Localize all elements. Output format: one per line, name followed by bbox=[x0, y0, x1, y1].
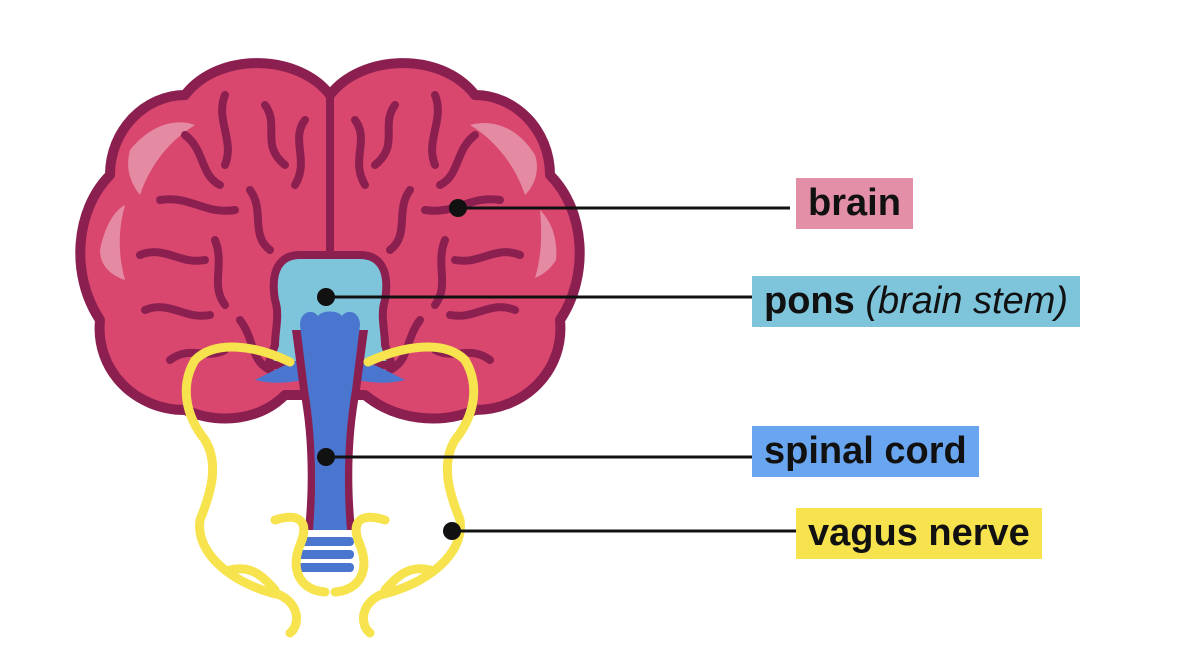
brain-highlight-left-lower bbox=[100, 205, 125, 280]
brain-illustration bbox=[75, 58, 585, 424]
pons-marker-dot bbox=[317, 288, 335, 306]
vertebra-segment bbox=[298, 563, 354, 572]
brain-highlight-left bbox=[128, 122, 195, 195]
vagus-nerve-marker-dot bbox=[443, 522, 461, 540]
spinal-cord-label-text: spinal cord bbox=[764, 430, 967, 472]
spinal-cord-shape bbox=[300, 311, 360, 530]
pons-label: pons (brain stem) bbox=[752, 276, 1081, 327]
spinal-cord-illustration bbox=[292, 311, 368, 572]
brain-highlight-right-lower bbox=[535, 210, 557, 278]
brain-label: brain bbox=[796, 178, 913, 229]
vertebra-segment bbox=[298, 537, 354, 546]
brain-marker-dot bbox=[449, 199, 467, 217]
leader-dots bbox=[317, 199, 467, 540]
leader-lines bbox=[326, 206, 796, 533]
vagus-nerve-label: vagus nerve bbox=[796, 508, 1042, 559]
vertebra-segment bbox=[298, 550, 354, 559]
pons-label-subtext: (brain stem) bbox=[865, 280, 1069, 322]
vagus-nerve-label-text: vagus nerve bbox=[808, 512, 1030, 554]
spinal-cord-marker-dot bbox=[317, 448, 335, 466]
brain-label-text: brain bbox=[808, 182, 901, 224]
vagus-nerve-illustration bbox=[181, 342, 479, 638]
pons-label-text: pons bbox=[764, 280, 855, 322]
brain-highlight-right bbox=[470, 123, 537, 195]
spinal-cord-label: spinal cord bbox=[752, 426, 979, 477]
